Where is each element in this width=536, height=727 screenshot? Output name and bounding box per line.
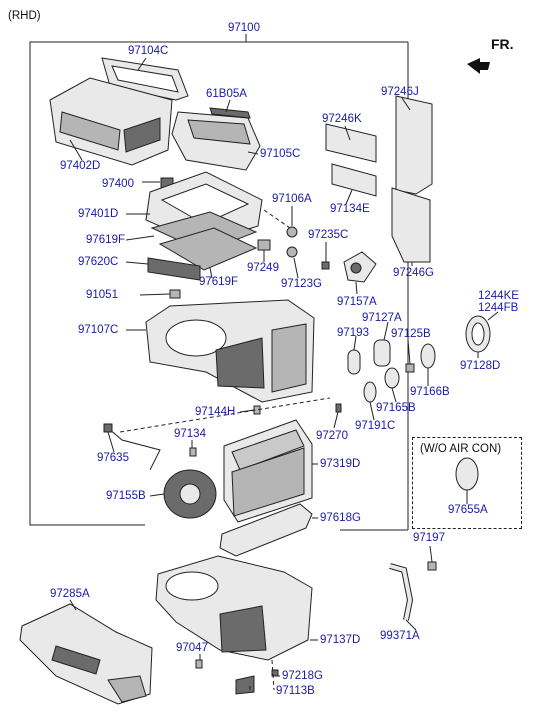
part-number-97107C[interactable]: 97107C	[78, 324, 119, 336]
part-number-97319D[interactable]: 97319D	[320, 458, 361, 470]
part-number-97123G[interactable]: 97123G	[281, 278, 322, 290]
part-number-97105C[interactable]: 97105C	[260, 148, 301, 160]
part-number-97246K[interactable]: 97246K	[322, 113, 362, 125]
part-number-97106A[interactable]: 97106A	[272, 193, 312, 205]
part-number-97246G[interactable]: 97246G	[393, 267, 434, 279]
assembly-bracket-line	[29, 34, 247, 526]
part-97193-shape	[347, 349, 361, 375]
part-97197-shape	[427, 561, 437, 571]
part-number-97655A[interactable]: 97655A	[448, 504, 488, 516]
part-97134E-shape	[331, 163, 377, 197]
part-number-97246J[interactable]: 97246J	[381, 86, 419, 98]
part-number-97193[interactable]: 97193	[337, 327, 369, 339]
part-number-97401D[interactable]: 97401D	[78, 208, 119, 220]
part-97235C-shape	[321, 261, 330, 270]
part-number-97127A[interactable]: 97127A	[362, 312, 402, 324]
part-97113B-shape	[235, 675, 255, 695]
part-number-1244FB[interactable]: 1244FB	[478, 302, 519, 314]
part-97249-shape	[257, 239, 271, 251]
part-97123G-shape	[286, 246, 298, 258]
part-97618G-shape	[219, 503, 313, 557]
part-number-97137D[interactable]: 97137D	[320, 634, 361, 646]
part-97270-shape	[335, 403, 342, 413]
part-number-97104C[interactable]: 97104C	[128, 45, 169, 57]
assembly-number[interactable]: 97100	[228, 22, 260, 34]
part-number-97191C[interactable]: 97191C	[355, 420, 396, 432]
part-number-97400[interactable]: 97400	[102, 178, 134, 190]
part-number-97270[interactable]: 97270	[316, 430, 348, 442]
part-number-97113B[interactable]: 97113B	[276, 685, 315, 697]
part-97218G-shape	[271, 669, 279, 677]
part-97165B-shape	[384, 367, 400, 389]
part-number-97619F-upper[interactable]: 97619F	[86, 234, 126, 246]
part-number-97166B[interactable]: 97166B	[410, 386, 450, 398]
option-box-label: (W/O AIR CON)	[420, 443, 502, 455]
part-97620C-shape	[147, 257, 201, 281]
part-number-97285A[interactable]: 97285A	[50, 588, 90, 600]
part-number-97402D[interactable]: 97402D	[60, 160, 101, 172]
part-number-97165B[interactable]: 97165B	[376, 402, 416, 414]
part-97166B-shape	[420, 343, 436, 369]
part-97106A-shape	[286, 226, 298, 238]
part-number-61B05A[interactable]: 61B05A	[206, 88, 247, 100]
part-97127A-shape	[373, 339, 391, 367]
part-number-1244KE[interactable]: 1244KE	[478, 290, 519, 302]
part-number-97197[interactable]: 97197	[413, 532, 445, 544]
part-91051-shape	[169, 289, 181, 299]
part-number-97155B[interactable]: 97155B	[106, 490, 146, 502]
leader-lines	[69, 57, 479, 690]
part-97134-shape	[189, 447, 197, 457]
part-97191C-shape	[363, 381, 377, 403]
part-number-97218G[interactable]: 97218G	[282, 670, 323, 682]
part-number-97134E[interactable]: 97134E	[330, 203, 370, 215]
part-number-97635[interactable]: 97635	[97, 452, 129, 464]
variant-label: (RHD)	[8, 10, 41, 22]
part-97619F-lower-shape	[158, 227, 258, 271]
front-arrow-icon	[467, 58, 490, 74]
part-number-97618G[interactable]: 97618G	[320, 512, 361, 524]
part-number-97157A[interactable]: 97157A	[337, 296, 377, 308]
part-97125B-shape	[405, 363, 415, 373]
part-number-97134[interactable]: 97134	[174, 428, 206, 440]
part-number-97047[interactable]: 97047	[176, 642, 208, 654]
option-box-without-air-con	[412, 437, 522, 529]
part-number-97144H[interactable]: 97144H	[195, 406, 236, 418]
part-number-97619F-lower[interactable]: 97619F	[199, 276, 239, 288]
part-97635-shape	[107, 427, 161, 471]
part-number-97249[interactable]: 97249	[247, 262, 279, 274]
part-97246K-shape	[325, 123, 377, 163]
part-97047-shape	[195, 659, 203, 669]
part-97246G-shape	[391, 187, 431, 263]
part-number-97125B[interactable]: 97125B	[391, 328, 431, 340]
part-number-91051[interactable]: 91051	[86, 289, 118, 301]
part-number-97620C[interactable]: 97620C	[78, 256, 119, 268]
front-direction-label: FR.	[491, 36, 514, 52]
part-number-97128D[interactable]: 97128D	[460, 360, 501, 372]
part-number-99371A[interactable]: 99371A	[380, 630, 420, 642]
part-97246J-shape	[395, 95, 433, 195]
part-number-97235C[interactable]: 97235C	[308, 229, 349, 241]
